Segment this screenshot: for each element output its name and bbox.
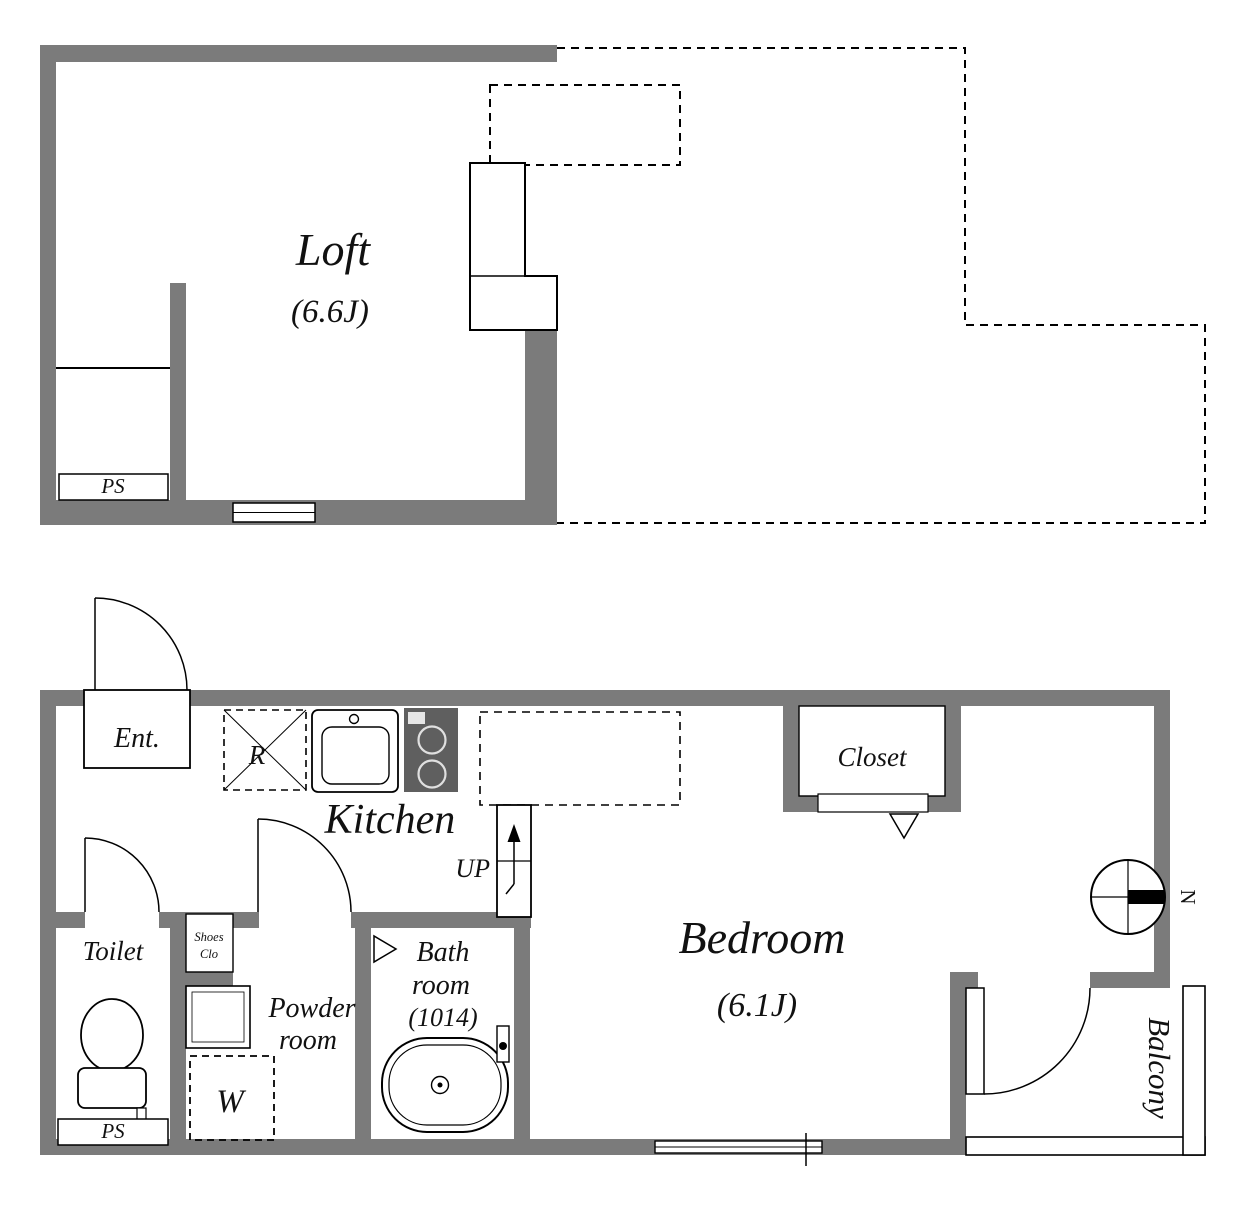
loft-room-label: Loft	[295, 224, 371, 275]
bath-faucet-knob	[499, 1042, 507, 1050]
mid-wall-segment-3	[351, 912, 531, 928]
washbasin	[185, 985, 251, 1049]
main-wall-bottom	[40, 1139, 966, 1155]
balcony-label: Balcony	[1142, 1017, 1177, 1119]
refrigerator-cross-line-2	[223, 709, 307, 791]
kitchen-sink-basin	[321, 726, 390, 785]
bedroom-balcony-divider-wall	[950, 972, 966, 1155]
refrigerator-space	[223, 709, 307, 791]
mid-wall-segment-1	[40, 912, 85, 928]
loft-overhead-dashed-box	[479, 711, 681, 806]
bedroom-label: Bedroom	[679, 912, 846, 963]
loft-ps-box	[58, 473, 169, 501]
entrance-box	[83, 689, 191, 769]
bathtub-drain-dot	[437, 1082, 443, 1088]
bathtub-inner	[388, 1044, 502, 1126]
powder-bath-divider-wall	[355, 928, 371, 1139]
toilet-bowl-icon	[80, 998, 144, 1072]
main-floor-plan: Ent. R Kitchen UP Closet Bedroom (6.1J	[40, 597, 1206, 1166]
shoes-closet-wall-stub	[186, 972, 233, 988]
washer-label: W	[216, 1084, 246, 1120]
bath-right-wall	[514, 928, 530, 1139]
balcony-railing-bottom	[965, 1136, 1206, 1156]
up-arrow-icon	[507, 824, 521, 842]
closet-left-wall	[783, 706, 799, 812]
bath-door-icon	[373, 934, 398, 964]
loft-stair-void	[469, 162, 558, 331]
closet-door-panel	[817, 793, 929, 813]
loft-size-label: (6.6J)	[291, 294, 369, 330]
toilet-right-wall	[170, 912, 186, 1139]
powder-door-arc	[257, 818, 352, 913]
balcony-railing-right	[1182, 985, 1206, 1156]
refrigerator-label: R	[248, 740, 266, 770]
bath-label-line3: (1014)	[408, 1003, 477, 1032]
stove-burner-1	[417, 725, 447, 755]
powder-label-line2: room	[279, 1025, 337, 1056]
toilet-tank-icon	[77, 1067, 147, 1109]
washer-space	[189, 1055, 275, 1141]
shoes-closet-box	[185, 913, 234, 973]
compass-needle	[1128, 890, 1165, 904]
loft-dashed-box	[489, 84, 681, 166]
balcony-door-opening	[978, 970, 1090, 990]
stove-grill	[408, 712, 425, 724]
entrance-label: Ent.	[113, 723, 160, 754]
loft-plan: PS Loft (6.6J)	[40, 45, 1206, 525]
kitchen-faucet-icon	[348, 713, 360, 725]
main-wall-right	[1154, 690, 1170, 988]
closet-label: Closet	[837, 742, 908, 772]
washbasin-inner	[191, 991, 245, 1043]
lower-floor-dashed-outline	[557, 47, 1206, 524]
loft-wall-left	[40, 45, 56, 525]
powder-label-line1: Powder	[267, 993, 355, 1024]
shoes-closet-label-line1: Shoes	[194, 930, 223, 944]
up-label: UP	[455, 854, 490, 883]
closet-door-swing-icon	[888, 813, 920, 840]
loft-ps-label: PS	[100, 474, 125, 498]
up-arrow-tail	[505, 883, 515, 895]
loft-wall-inner	[170, 283, 186, 500]
shoes-closet-label-line2: Clo	[200, 947, 218, 961]
bath-label-line2: room	[412, 970, 470, 1001]
toilet-label: Toilet	[83, 936, 145, 966]
loft-wall-right	[525, 330, 557, 502]
toilet-door-arc	[84, 837, 160, 913]
balcony-door-arc	[983, 987, 1091, 1095]
loft-wall-top	[40, 45, 557, 62]
main-ps-box	[57, 1118, 169, 1146]
compass-icon: N	[1090, 859, 1200, 935]
stove-burner-2	[417, 759, 447, 789]
closet-box	[798, 705, 946, 797]
compass-north-label: N	[1176, 889, 1200, 904]
kitchen-label: Kitchen	[324, 797, 456, 843]
balcony-door-leaf	[965, 987, 985, 1095]
entrance-door-arc	[94, 597, 188, 691]
main-wall-top	[40, 690, 1170, 706]
bedroom-size-label: (6.1J)	[717, 987, 797, 1024]
main-ps-label: PS	[100, 1119, 125, 1143]
closet-right-wall	[945, 706, 961, 812]
bath-label-line1: Bath	[417, 937, 470, 968]
